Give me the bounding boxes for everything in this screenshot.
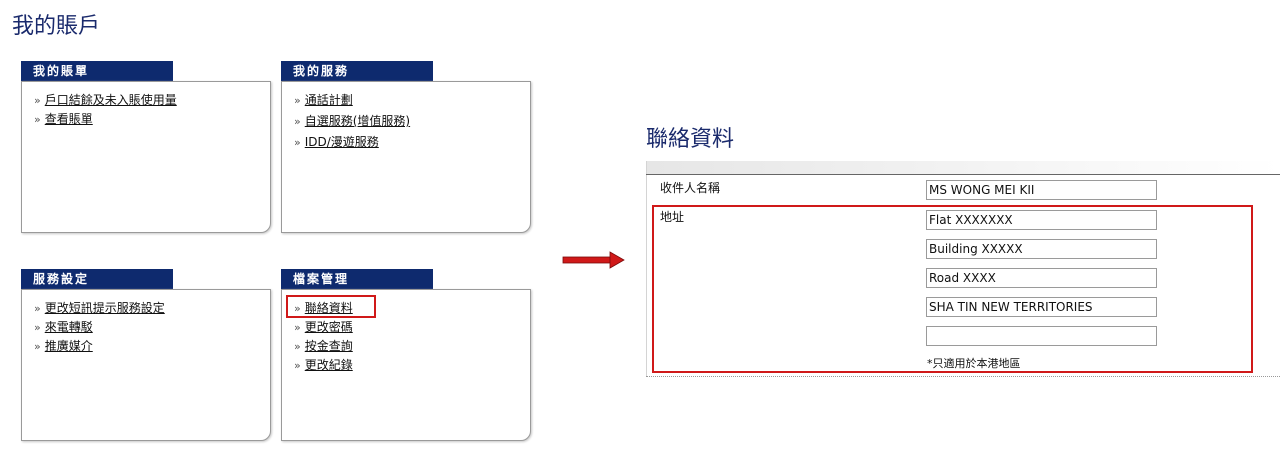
chevron-right-icon: » (34, 321, 41, 334)
link-account-balance[interactable]: 戶口結餘及未入賬使用量 (44, 93, 177, 107)
list-item: »更改紀錄 (294, 356, 530, 375)
link-deposit-enquiry[interactable]: 按金查詢 (304, 339, 353, 353)
link-change-password[interactable]: 更改密碼 (304, 320, 353, 334)
link-view-bills[interactable]: 查看賬單 (44, 112, 93, 126)
chevron-right-icon: » (34, 302, 41, 315)
link-idd-roaming[interactable]: IDD/漫遊服務 (304, 135, 379, 149)
recipient-label: 收件人名稱 (660, 181, 721, 195)
link-sms-alert-settings[interactable]: 更改短訊提示服務設定 (44, 301, 165, 315)
form-divider (646, 174, 1280, 175)
address-line-5-input[interactable] (926, 326, 1157, 346)
chevron-right-icon: » (294, 115, 301, 128)
panel-title: 我的服務 (281, 61, 433, 81)
form-bottom-line (646, 376, 1280, 377)
address-highlight-box (652, 205, 1253, 373)
list-item: »按金查詢 (294, 337, 530, 356)
link-change-records[interactable]: 更改紀錄 (304, 358, 353, 372)
list-item: »聯絡資料 (294, 299, 530, 318)
chevron-right-icon: » (294, 94, 301, 107)
red-arrow-right-icon (562, 251, 625, 269)
list-item: »IDD/漫遊服務 (294, 133, 530, 152)
link-call-forwarding[interactable]: 來電轉駁 (44, 320, 93, 334)
address-note: *只適用於本港地區 (927, 357, 1021, 370)
panel-title: 檔案管理 (281, 269, 433, 289)
chevron-right-icon: » (294, 302, 301, 315)
recipient-input[interactable] (926, 180, 1157, 200)
panel-box: »聯絡資料 »更改密碼 »按金查詢 »更改紀錄 (281, 289, 531, 441)
link-contact-info[interactable]: 聯絡資料 (304, 301, 353, 315)
address-line-3-input[interactable] (926, 268, 1157, 288)
list-item: »戶口結餘及未入賬使用量 (34, 91, 270, 110)
list-item: »通話計劃 (294, 91, 530, 110)
link-value-added-services[interactable]: 自選服務(增值服務) (304, 114, 411, 128)
list-item: »來電轉駁 (34, 318, 270, 337)
chevron-right-icon: » (34, 94, 41, 107)
highlight-box (286, 295, 376, 318)
link-promotion-media[interactable]: 推廣媒介 (44, 339, 93, 353)
chevron-right-icon: » (34, 340, 41, 353)
panel-box: »戶口結餘及未入賬使用量 »查看賬單 (21, 81, 271, 233)
form-border (646, 161, 647, 377)
list-item: »更改短訊提示服務設定 (34, 299, 270, 318)
chevron-right-icon: » (294, 136, 301, 149)
form-header-line (646, 161, 1280, 175)
contact-title: 聯絡資料 (646, 127, 735, 152)
page-title: 我的賬戶 (12, 14, 101, 39)
contact-form: 收件人名稱 地址 *只適用於本港地區 (646, 161, 1280, 377)
panel-title: 我的賬單 (21, 61, 173, 81)
chevron-right-icon: » (34, 113, 41, 126)
address-line-2-input[interactable] (926, 239, 1157, 259)
chevron-right-icon: » (294, 359, 301, 372)
chevron-right-icon: » (294, 321, 301, 334)
link-call-plan[interactable]: 通話計劃 (304, 93, 353, 107)
panel-box: »通話計劃 »自選服務(增值服務) »IDD/漫遊服務 (281, 81, 531, 233)
address-line-1-input[interactable] (926, 210, 1157, 230)
address-line-4-input[interactable] (926, 297, 1157, 317)
list-item: »推廣媒介 (34, 337, 270, 356)
panel-title: 服務設定 (21, 269, 173, 289)
list-item: »查看賬單 (34, 110, 270, 129)
address-label: 地址 (660, 210, 685, 224)
list-item: »自選服務(增值服務) (294, 112, 530, 131)
chevron-right-icon: » (294, 340, 301, 353)
panel-box: »更改短訊提示服務設定 »來電轉駁 »推廣媒介 (21, 289, 271, 441)
list-item: »更改密碼 (294, 318, 530, 337)
